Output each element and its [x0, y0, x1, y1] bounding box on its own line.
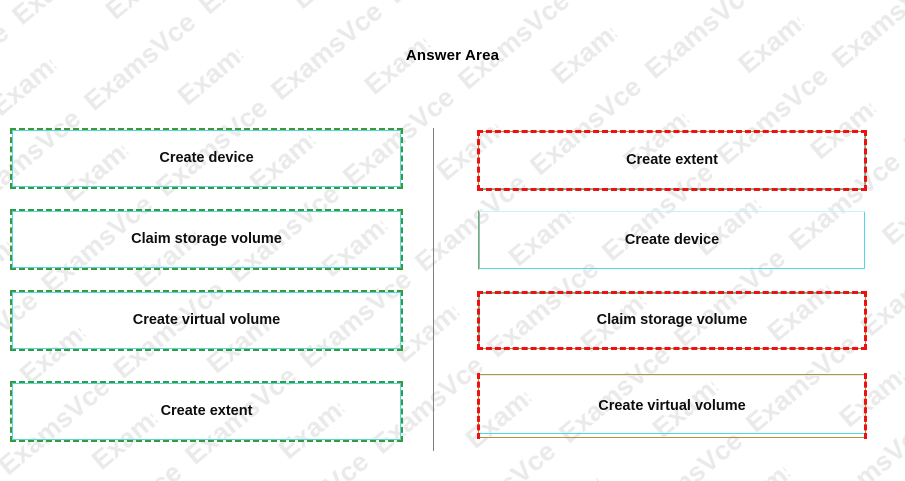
- source-option-claim-storage-volume[interactable]: Claim storage volume: [10, 209, 403, 270]
- cyan-top-rule: [479, 211, 865, 212]
- page-title: Answer Area: [405, 47, 500, 64]
- answer-label: Claim storage volume: [596, 312, 748, 328]
- source-option-create-extent[interactable]: Create extent: [10, 381, 403, 442]
- option-label: Create device: [159, 150, 254, 166]
- answer-slot-create-extent[interactable]: Create extent: [477, 130, 867, 191]
- answer-label: Create device: [624, 232, 720, 248]
- answer-slot-claim-storage-volume[interactable]: Claim storage volume: [477, 291, 867, 350]
- answer-slot-create-device[interactable]: Create device: [478, 210, 866, 270]
- source-option-create-virtual-volume[interactable]: Create virtual volume: [10, 290, 403, 351]
- column-divider: [433, 128, 434, 451]
- answer-label: Create extent: [626, 152, 718, 168]
- option-label: Create virtual volume: [132, 312, 281, 328]
- answer-label: Create virtual volume: [598, 398, 746, 414]
- answer-slot-create-virtual-volume[interactable]: Create virtual volume: [477, 373, 867, 439]
- option-label: Create extent: [160, 403, 253, 419]
- option-label: Claim storage volume: [131, 231, 282, 247]
- source-option-create-device[interactable]: Create device: [10, 128, 403, 189]
